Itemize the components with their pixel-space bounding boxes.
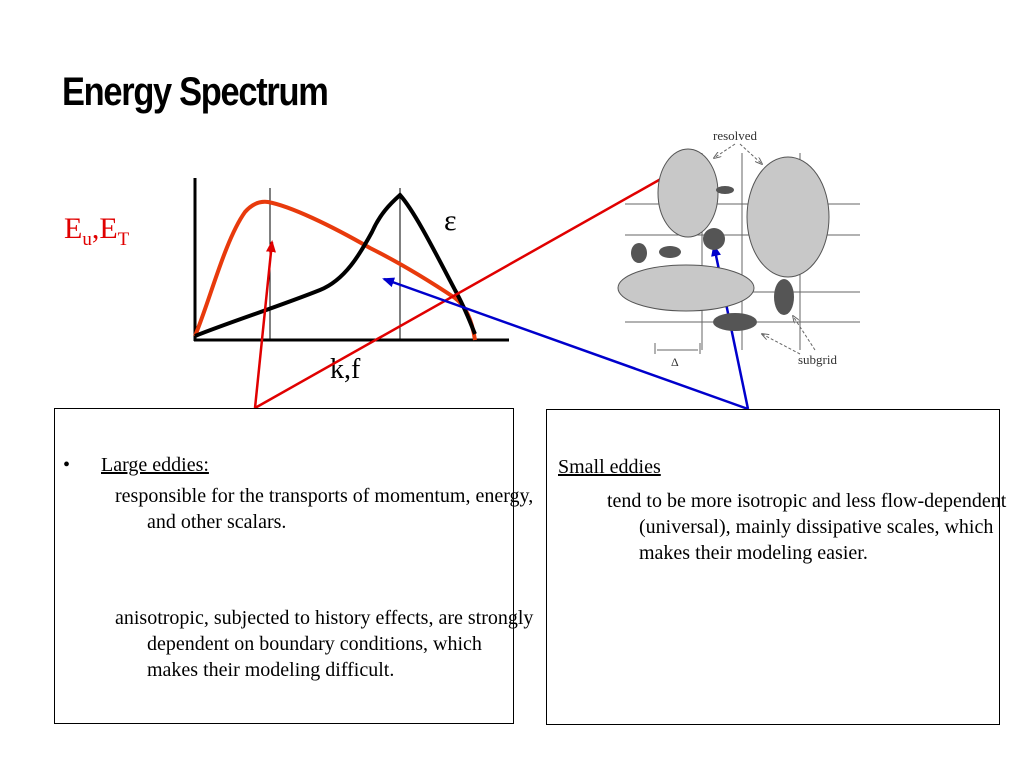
subgrid-label: subgrid <box>798 352 838 367</box>
large-eddies-arrow-to-figure <box>254 165 684 410</box>
epsilon-label: ε <box>444 204 457 237</box>
resolved-eddy-horizontal <box>617 264 755 312</box>
large-eddies-heading: Large eddies: <box>101 454 209 476</box>
spectrum-x-label: k,f <box>330 354 361 385</box>
subgrid-eddy <box>703 228 725 250</box>
delta-label: Δ <box>671 355 679 369</box>
large-eddies-arrow-to-peak <box>253 240 276 409</box>
small-eddies-arrow-to-spectrum <box>382 277 749 411</box>
small-eddies-box: Small eddies tend to be more isotropic a… <box>546 409 1006 725</box>
slide-title: Energy Spectrum <box>62 70 329 114</box>
small-eddies-point-1: tend to be more isotropic and less flow-… <box>607 490 1007 564</box>
large-eddies-point-1: responsible for the transports of moment… <box>115 485 534 533</box>
resolved-pointer-right <box>739 143 762 164</box>
subgrid-pointer-right <box>793 316 816 351</box>
resolved-eddy-large-right <box>746 156 830 278</box>
resolved-pointer-left <box>714 143 736 158</box>
y-label-sep: ,E <box>91 212 118 245</box>
subgrid-eddy <box>774 279 794 315</box>
small-eddies-heading: Small eddies <box>558 456 661 478</box>
spectrum-axes <box>193 178 509 342</box>
y-label-main: E <box>64 212 83 245</box>
large-eddies-box: • Large eddies: responsible for the tran… <box>54 408 533 724</box>
dissipation-curve <box>194 192 477 338</box>
bullet-marker: • <box>63 454 71 476</box>
subgrid-eddy <box>631 243 647 263</box>
subgrid-eddy <box>659 246 681 258</box>
resolved-label: resolved <box>713 128 758 143</box>
energy-spectrum-curve <box>193 199 477 341</box>
large-eddies-point-2: anisotropic, subjected to history effect… <box>115 607 534 681</box>
subgrid-eddy <box>716 186 734 194</box>
y-label-sub-t: T <box>117 229 130 250</box>
spectrum-y-label: Eu,ET <box>64 212 129 251</box>
subgrid-eddy <box>713 313 757 331</box>
y-label-sub-u: u <box>82 229 92 250</box>
resolved-eddy-large-left <box>657 148 719 238</box>
eddy-grid-figure: resolved subgrid Δ <box>617 128 860 369</box>
subgrid-pointer-left <box>762 334 801 355</box>
